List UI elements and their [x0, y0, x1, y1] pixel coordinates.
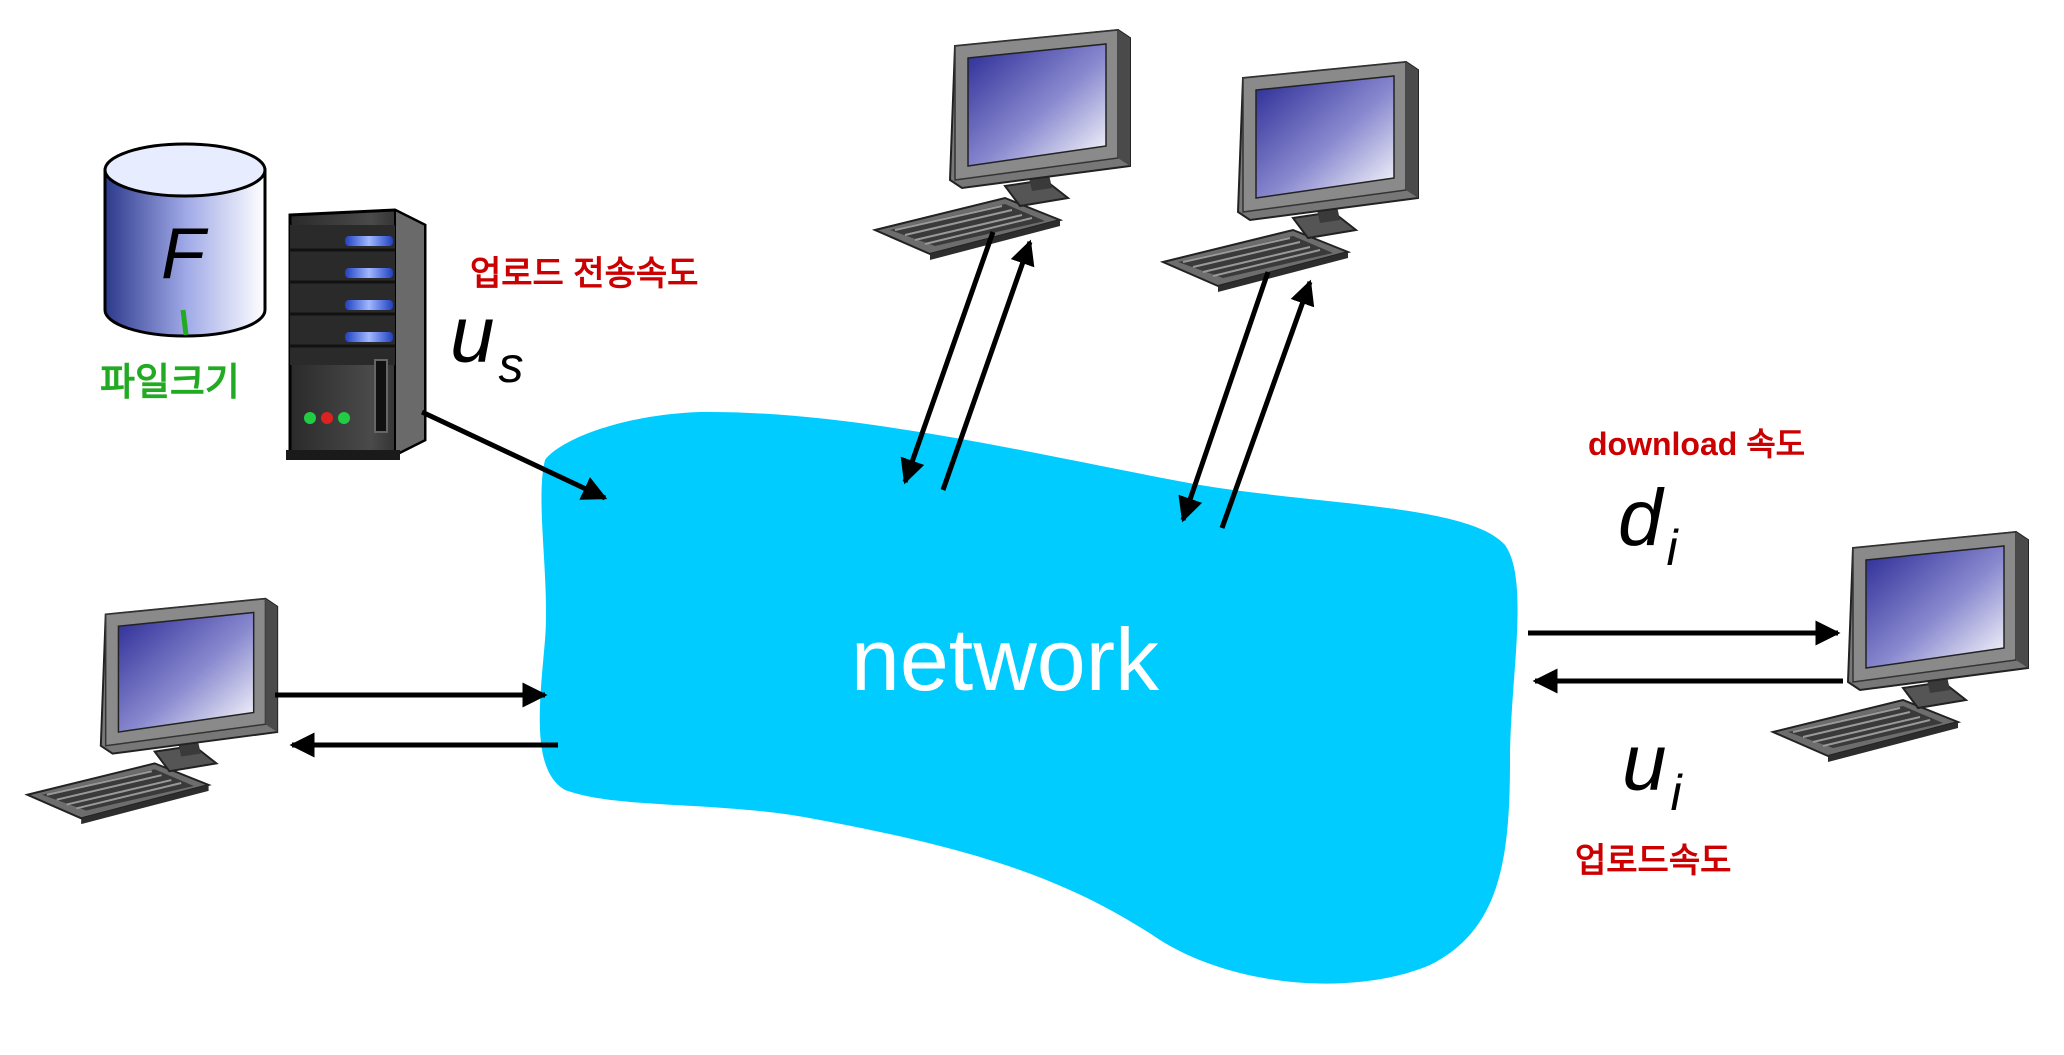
computer-icon [874, 29, 1131, 261]
upload-rate-subscript: i [1671, 765, 1684, 821]
computer-icon [1162, 61, 1419, 293]
server-upload-note: 업로드 전송속도 [470, 255, 698, 293]
computer-icon [26, 597, 279, 826]
file-symbol: F [161, 214, 209, 294]
server-rate-subscript: s [499, 337, 524, 393]
file-size-note: 파일크기 [100, 362, 240, 404]
download-note: download 속도 [1588, 426, 1805, 462]
arrow-icon [1219, 279, 1315, 529]
file-size-tick [180, 309, 189, 336]
disk-icon [103, 142, 267, 338]
arrow-icon [940, 239, 1035, 491]
upload-rate-label: ui [1622, 718, 1684, 821]
computer-icon [1772, 531, 2029, 763]
download-rate-label: di [1618, 473, 1680, 576]
network-cloud [539, 411, 1518, 984]
server-rate-label: us [450, 290, 524, 393]
peer-upload-note: 업로드속도 [1575, 842, 1731, 880]
arrow-icon [900, 231, 996, 485]
download-rate-subscript: i [1667, 520, 1680, 576]
network-label: network [851, 610, 1160, 709]
server-icon [286, 208, 427, 460]
arrow-icon [420, 409, 608, 501]
arrow-icon [1178, 271, 1271, 523]
